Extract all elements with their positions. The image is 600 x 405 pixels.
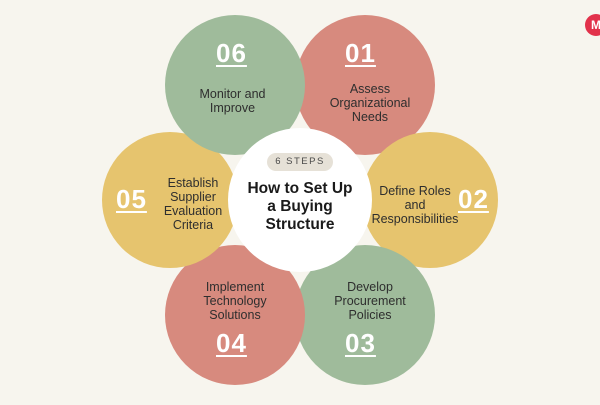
step-04-label: Implement Technology Solutions xyxy=(203,280,267,322)
step-01-number: 01 xyxy=(345,38,376,68)
step-02-label: Define Roles and Responsibilities xyxy=(371,184,459,226)
petal-05 xyxy=(102,132,280,268)
step-04-number: 04 xyxy=(216,328,247,358)
step-01-label: Assess Organizational Needs xyxy=(329,82,411,124)
step-03-label: Develop Procurement Policies xyxy=(334,280,406,322)
step-05-number: 05 xyxy=(116,184,147,214)
step-05-label: Establish Supplier Evaluation Criteria xyxy=(163,176,223,232)
step-06-label: Monitor and Improve xyxy=(199,87,266,115)
diagram-title: How to Set Up a Buying Structure xyxy=(247,180,353,233)
steps-badge: 6 STEPS xyxy=(267,153,333,171)
petal-02 xyxy=(320,132,498,268)
center-hub xyxy=(228,128,372,272)
brand-logo: M xyxy=(585,14,600,36)
step-03-number: 03 xyxy=(345,328,376,358)
step-06-number: 06 xyxy=(216,38,247,68)
step-02-number: 02 xyxy=(458,184,489,214)
